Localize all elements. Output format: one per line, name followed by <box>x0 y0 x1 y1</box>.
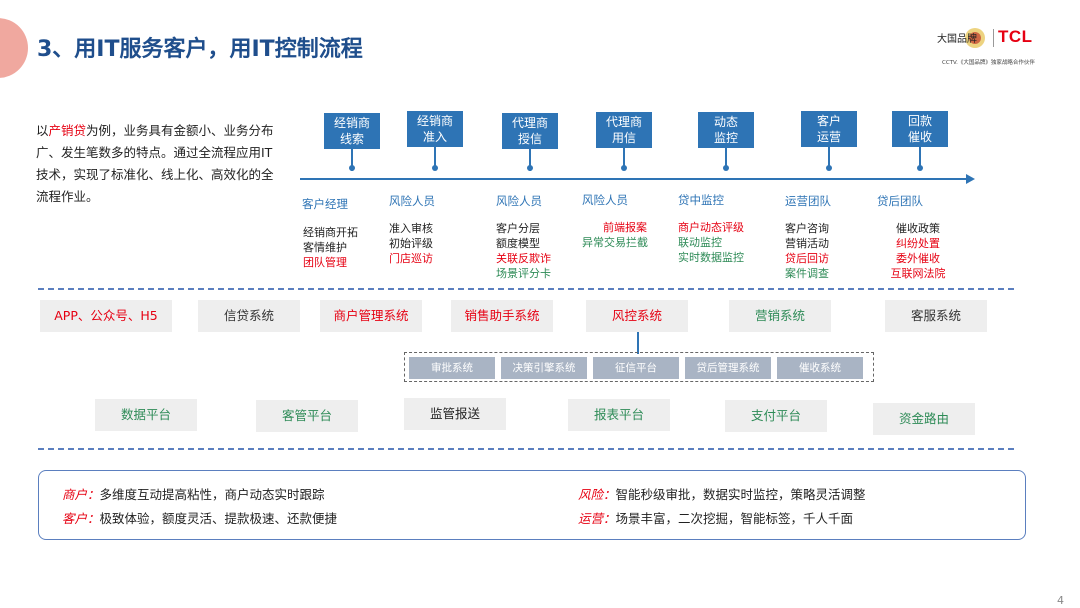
activity-item: 客户咨询 <box>785 222 829 235</box>
page-number: 4 <box>1057 594 1064 607</box>
activity-item: 催收政策 <box>896 222 940 235</box>
timeline-dot <box>349 165 355 171</box>
subsystem-decision-engine: 决策引擎系统 <box>501 357 587 379</box>
role-label: 贷后团队 <box>877 194 923 208</box>
role-label: 客户经理 <box>302 197 348 211</box>
activity-list: 催收政策 纠纷处置 委外催收 互联网法院 <box>883 221 953 281</box>
timeline-dot <box>432 165 438 171</box>
activity-item: 经销商开拓 <box>303 226 358 239</box>
stage-dealer-lead: 经销商线索 <box>324 113 380 149</box>
system-risk-control: 风控系统 <box>586 300 688 332</box>
activity-item: 案件调查 <box>785 267 829 280</box>
summary-customer: 客户：极致体验，额度灵活、提款极速、还款便捷 <box>62 511 338 526</box>
svg-text:大国品牌: 大国品牌 <box>937 32 977 45</box>
activity-item: 互联网法院 <box>890 267 946 280</box>
activity-item: 商户动态评级 <box>678 221 744 234</box>
timeline-dot <box>917 165 923 171</box>
timeline-tick <box>529 149 531 171</box>
stage-agent-credit: 代理商授信 <box>502 113 558 149</box>
activity-item: 前端报案 <box>603 221 647 234</box>
stage-dynamic-monitor: 动态监控 <box>698 112 754 148</box>
corner-decoration <box>0 18 28 78</box>
platform-fund-routing: 资金路由 <box>873 403 975 435</box>
timeline-tick <box>351 149 353 171</box>
timeline-tick <box>434 147 436 169</box>
system-merchant-mgmt: 商户管理系统 <box>320 300 422 332</box>
activity-list: 客户分层 额度模型 关联反欺诈 场景评分卡 <box>496 221 551 281</box>
intro-highlight: 产销贷 <box>48 123 87 138</box>
role-label: 风险人员 <box>496 194 542 208</box>
logo-separator <box>993 29 994 47</box>
platform-payment: 支付平台 <box>725 400 827 432</box>
activity-item: 额度模型 <box>496 237 540 250</box>
summary-merchant: 商户：多维度互动提高粘性，商户动态实时跟踪 <box>62 487 325 502</box>
activity-list: 客户咨询 营销活动 贷后回访 案件调查 <box>785 221 829 281</box>
activity-item: 客情维护 <box>303 241 347 254</box>
platform-customer-mgmt: 客管平台 <box>256 400 358 432</box>
activity-item: 准入审核 <box>389 222 433 235</box>
timeline-arrow-icon <box>966 174 975 184</box>
timeline-dot <box>826 165 832 171</box>
subsystem-credit-bureau: 征信平台 <box>593 357 679 379</box>
stage-agent-usage: 代理商用信 <box>596 112 652 148</box>
stage-dealer-access: 经销商准入 <box>407 111 463 147</box>
timeline-dot <box>723 165 729 171</box>
system-marketing: 营销系统 <box>729 300 831 332</box>
system-sales-assistant: 销售助手系统 <box>451 300 553 332</box>
activity-item: 场景评分卡 <box>496 267 551 280</box>
platform-data: 数据平台 <box>95 399 197 431</box>
summary-panel <box>38 470 1026 540</box>
subsystem-post-loan: 贷后管理系统 <box>685 357 771 379</box>
role-label: 运营团队 <box>785 194 831 208</box>
timeline-dot <box>527 165 533 171</box>
activity-list: 前端报案 异常交易拦截 <box>582 220 648 250</box>
timeline-dot <box>621 165 627 171</box>
role-label: 贷中监控 <box>678 193 724 207</box>
activity-item: 关联反欺诈 <box>496 252 551 265</box>
summary-risk: 风险：智能秒级审批，数据实时监控，策略灵活调整 <box>578 487 866 502</box>
role-label: 风险人员 <box>582 193 628 207</box>
summary-operations: 运营：场景丰富，二次挖掘，智能标签，千人千面 <box>578 511 854 526</box>
logo-area: 大国品牌 TCL CCTV.《大国品牌》独家战略合作伙伴 <box>935 26 1050 70</box>
tcl-logo: TCL <box>998 27 1033 46</box>
platform-reporting: 报表平台 <box>568 399 670 431</box>
activity-item: 贷后回访 <box>785 252 829 265</box>
activity-item: 团队管理 <box>303 256 347 269</box>
activity-item: 委外催收 <box>896 252 940 265</box>
connector-line <box>637 332 639 354</box>
system-app-channel: APP、公众号、H5 <box>40 300 172 332</box>
activity-item: 联动监控 <box>678 236 722 249</box>
activity-item: 门店巡访 <box>389 252 433 265</box>
brand-seal-icon: 大国品牌 <box>937 28 985 48</box>
risk-subsystem-group <box>404 352 874 382</box>
activity-item: 实时数据监控 <box>678 251 744 264</box>
system-credit: 信贷系统 <box>198 300 300 332</box>
activity-item: 异常交易拦截 <box>582 236 648 249</box>
activity-list: 准入审核 初始评级 门店巡访 <box>389 221 433 266</box>
platform-regulatory-report: 监管报送 <box>404 398 506 430</box>
timeline-tick <box>828 147 830 169</box>
section-divider <box>38 288 1014 290</box>
activity-item: 初始评级 <box>389 237 433 250</box>
logo-subtitle: CCTV.《大国品牌》独家战略合作伙伴 <box>942 60 1035 66</box>
activity-list: 商户动态评级 联动监控 实时数据监控 <box>678 220 744 265</box>
activity-item: 客户分层 <box>496 222 540 235</box>
activity-item: 纠纷处置 <box>896 237 940 250</box>
stage-customer-ops: 客户运营 <box>801 111 857 147</box>
activity-list: 经销商开拓 客情维护 团队管理 <box>303 225 358 270</box>
activity-item: 营销活动 <box>785 237 829 250</box>
system-customer-service: 客服系统 <box>885 300 987 332</box>
intro-paragraph: 以产销贷为例，业务具有金额小、业务分布广、发生笔数多的特点。通过全流程应用IT技… <box>36 123 274 204</box>
subsystem-approval: 审批系统 <box>409 357 495 379</box>
process-timeline <box>300 178 968 180</box>
section-divider <box>38 448 1014 450</box>
page-title: 3、用IT服务客户，用IT控制流程 <box>37 37 363 62</box>
role-label: 风险人员 <box>389 194 435 208</box>
subsystem-collection: 催收系统 <box>777 357 863 379</box>
timeline-tick <box>623 148 625 170</box>
stage-collection: 回款催收 <box>892 111 948 147</box>
timeline-tick <box>919 147 921 169</box>
timeline-tick <box>725 148 727 170</box>
